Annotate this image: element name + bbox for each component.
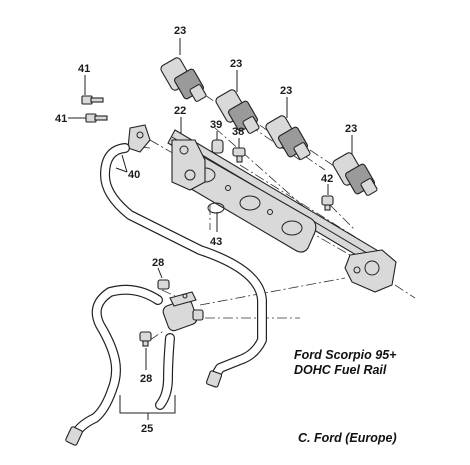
hose-end-fittings (65, 370, 223, 446)
callout-42: 42 (321, 173, 333, 185)
caption-title-line-2: DOHC Fuel Rail (294, 363, 387, 377)
bolt-41-lower (85, 113, 108, 123)
callout-39: 39 (210, 119, 222, 131)
cap-39 (211, 139, 224, 154)
callout-23-injector-2: 23 (230, 58, 242, 70)
callout-28-lower: 28 (140, 373, 152, 385)
callout-labels: 23 23 23 23 41 41 22 39 38 40 42 43 28 2… (55, 25, 357, 435)
callout-41-lower: 41 (55, 113, 67, 125)
rail-mounting-bracket (171, 139, 206, 191)
fuel-injector-4 (332, 152, 378, 196)
fuel-pressure-regulator (162, 291, 204, 332)
diagram-caption: Ford Scorpio 95+ DOHC Fuel Rail (294, 348, 396, 378)
fuel-hose-lower (70, 284, 175, 440)
bolt-41-upper (81, 95, 104, 105)
copyright-credit: C. Ford (Europe) (298, 431, 397, 445)
fuel-injector-3 (265, 115, 311, 160)
bolt-28-lower (139, 331, 152, 347)
rail-end-fitting (344, 249, 397, 293)
callout-23-injector-1: 23 (174, 25, 186, 37)
leader-lines (68, 38, 353, 420)
fuel-hose-upper (100, 143, 267, 383)
callout-25: 25 (141, 423, 153, 435)
bolt-28-upper (157, 279, 170, 290)
callout-41-upper: 41 (78, 63, 90, 75)
fuel-injector-2 (215, 89, 260, 134)
callout-22: 22 (174, 105, 186, 117)
callout-23-injector-4: 23 (345, 123, 357, 135)
callout-40: 40 (128, 169, 140, 181)
callout-38: 38 (232, 126, 244, 138)
o-ring-43 (207, 202, 225, 214)
caption-title-line-1: Ford Scorpio 95+ (294, 348, 397, 362)
valve-38 (232, 147, 246, 163)
callout-43: 43 (210, 236, 222, 248)
bolt-42 (321, 195, 334, 211)
callout-23-injector-3: 23 (280, 85, 292, 97)
fuel-injector-1 (160, 57, 207, 102)
callout-28-upper: 28 (152, 257, 164, 269)
